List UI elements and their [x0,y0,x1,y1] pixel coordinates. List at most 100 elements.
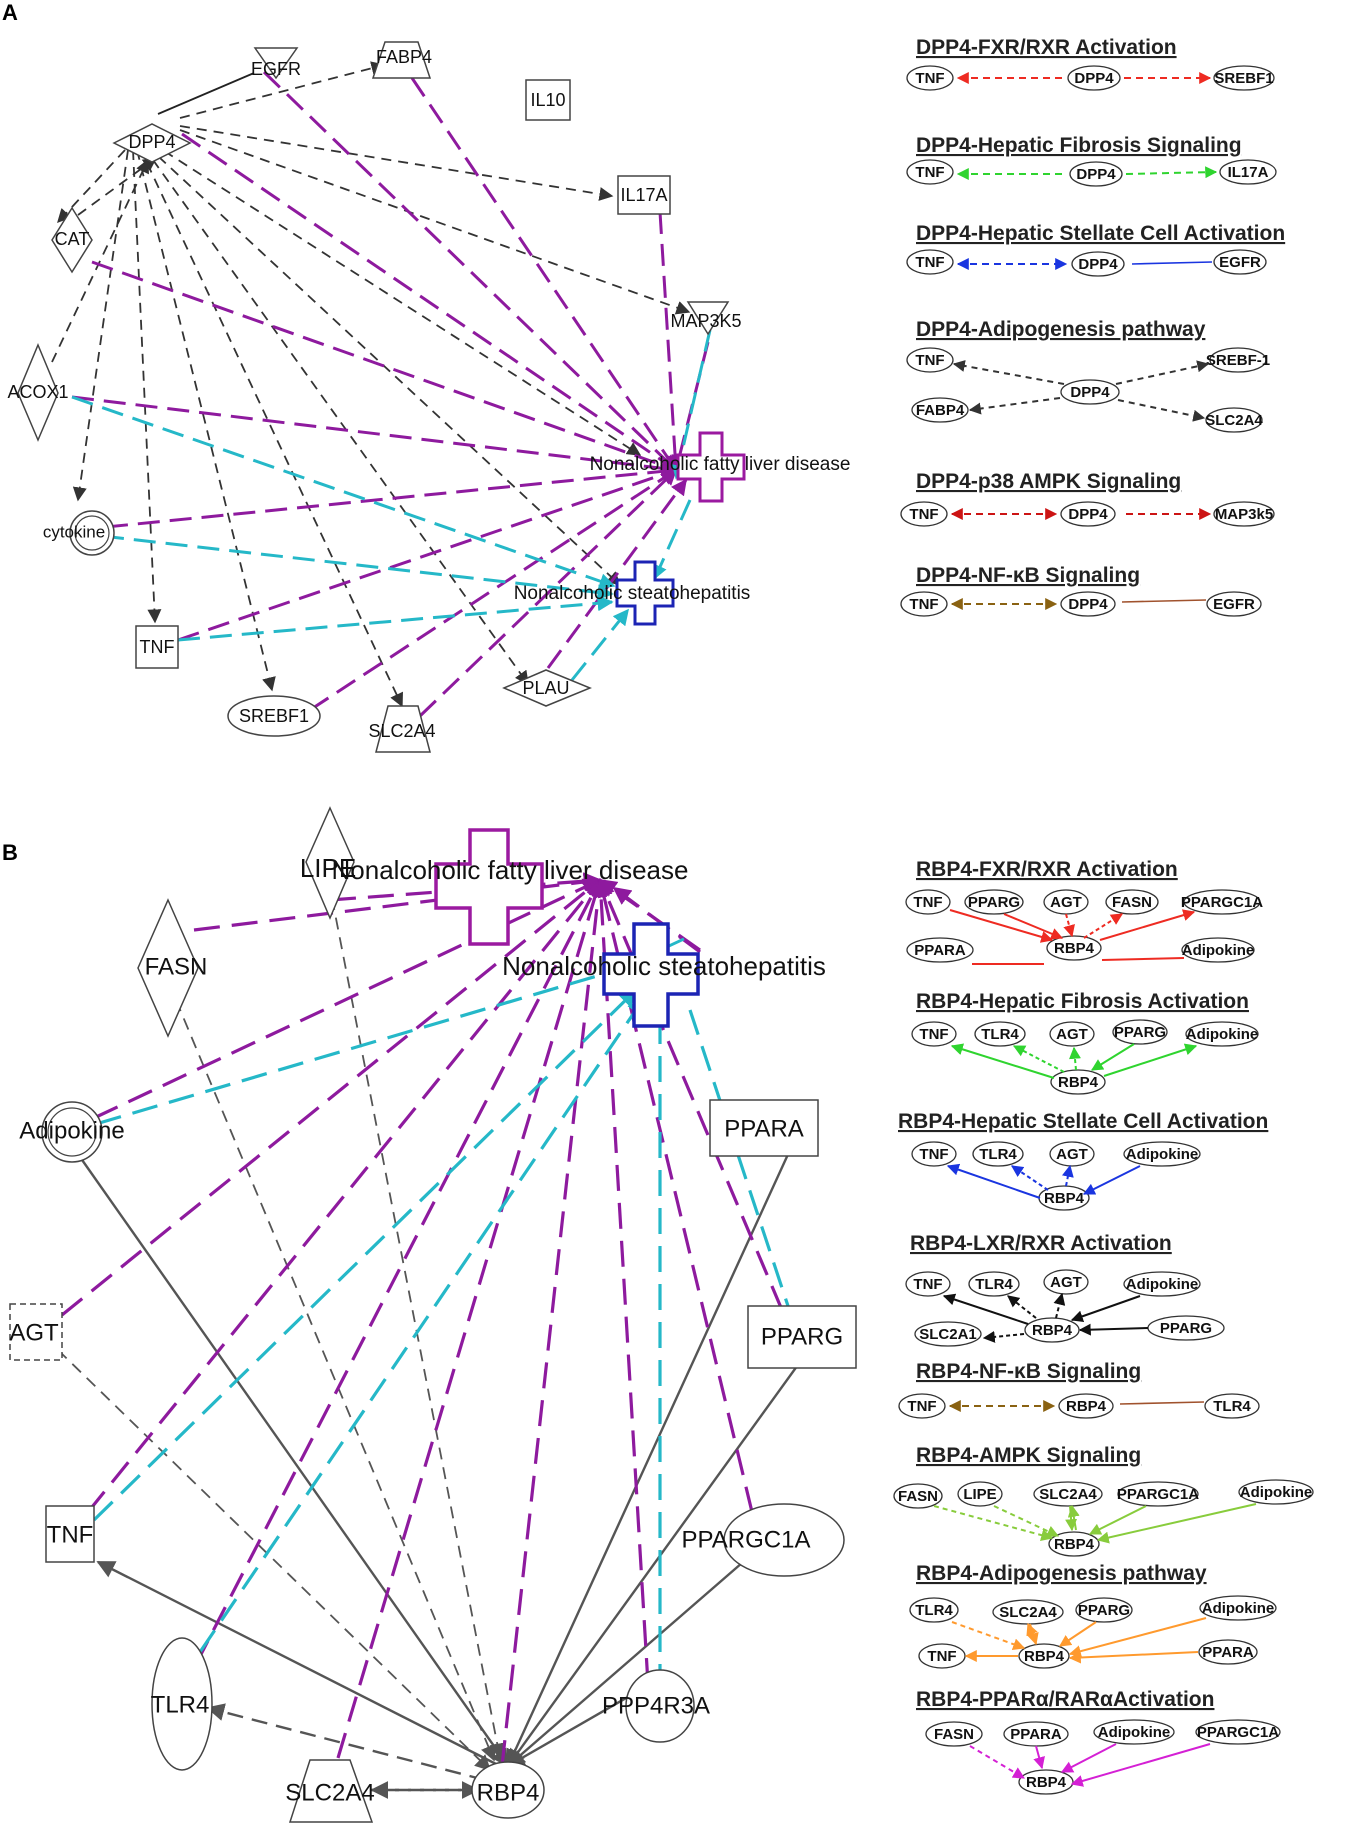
node-label-cat: CAT [55,229,90,249]
node-label-b-ppara: PPARA [724,1115,804,1142]
node-egfr-shape [253,47,299,80]
node-b-ppp4r3a-shape [625,1669,695,1743]
legend-label-b1-6: RBP4 [1054,940,1095,957]
legend-label-b8-3: PPARGC1A [1197,1724,1279,1741]
node-il10-shape [525,79,571,121]
legend-label-b1-1: PPARG [968,894,1020,911]
legend-title-b2: RBP4-Hepatic Fibrosis Activation [916,990,1249,1013]
node-b-tnf-shape [45,1505,95,1563]
panel-label-b: B [2,840,18,865]
node-dpp4-shape [112,123,192,163]
edge [60,878,602,1317]
legend-oval-a3-1 [1071,251,1125,277]
legend-oval-b6-4 [1238,1479,1314,1505]
edge [175,999,496,1762]
legend-oval-b4-3 [1123,1271,1201,1297]
edge [91,260,678,473]
legend-oval-b6-3 [1117,1481,1199,1507]
node-b-ppara-shape [709,1099,819,1157]
edge [93,878,602,1120]
legend-oval-a5-2 [1213,501,1275,527]
legend-oval-a2-0 [906,159,954,185]
node-label-b-adipokine: Adipokine [19,1117,124,1144]
edge [1007,1295,1037,1319]
legend-oval-a5-0 [900,501,948,527]
legend-oval-b6-1 [957,1481,1003,1507]
node-map3k5-shape [686,301,730,336]
legend-title-b4: RBP4-LXR/RXR Activation [910,1232,1172,1255]
node-b-lipe-shape [305,806,355,920]
legend-oval-b8-2 [1093,1719,1175,1745]
edge [1059,1621,1097,1647]
legend-oval-b2-4 [1185,1021,1259,1047]
legend-label-b8-2: Adipokine [1098,1724,1171,1741]
legend-label-b6-0: FASN [898,1488,938,1505]
legend-oval-b2-5 [1050,1069,1106,1095]
edge [506,1688,641,1768]
node-b-ppargc1a-shape [723,1503,845,1577]
edge [1053,1292,1066,1319]
legend-oval-b3-1 [972,1141,1024,1167]
legend-oval-b5-1 [1058,1393,1114,1419]
node-cytokine-shape [69,510,115,556]
edge [262,70,678,472]
legend-title-a3: DPP4-Hepatic Stellate Cell Activation [916,222,1285,245]
node-nash-shape [615,560,675,626]
legend-title-a2: DPP4-Hepatic Fibrosis Signaling [916,134,1242,157]
legend-title-b5: RBP4-NF-κB Signaling [916,1360,1141,1383]
edge [1067,1504,1080,1531]
legend-oval-b8-3 [1195,1719,1281,1745]
edge [1125,166,1218,179]
nodes-layer: EGFRFABP4IL10DPP4IL17ACATMAP3K5ACOX1Nona… [7,41,857,1823]
node-b-rbp4-shape [471,1761,545,1819]
legend-oval-b5-0 [898,1393,946,1419]
legend-label-b7-0: TLR4 [915,1602,953,1619]
legend-title-b8: RBP4-PPARα/RARαActivation [916,1688,1214,1711]
edge [933,1505,1054,1541]
legend-title-a1: DPP4-FXR/RXR Activation [916,36,1177,59]
legend-oval-b2-3 [1112,1019,1168,1045]
edge [1033,1745,1045,1770]
legend-label-b1-4: PPARGC1A [1181,894,1263,911]
node-b-tlr4-shape [151,1637,213,1771]
edge [79,1156,510,1768]
node-label-b-pparg: PPARG [761,1323,843,1350]
legend-title-b7: RBP4-Adipogenesis pathway [916,1562,1207,1585]
edge [51,158,149,363]
legend-label-a6-1: DPP4 [1068,596,1108,613]
legend-label-b6-3: PPARGC1A [1117,1486,1199,1503]
legend-label-a1-2: SREBF1 [1214,70,1273,87]
edge [72,149,129,502]
legend-label-b4-5: RBP4 [1032,1322,1073,1339]
legend-label-b3-4: RBP4 [1044,1190,1085,1207]
legend-label-b6-5: RBP4 [1054,1536,1095,1553]
legend-label-b8-1: PPARA [1010,1726,1062,1743]
node-fabp4-shape [371,41,432,79]
legend-label-b8-0: FASN [934,1726,974,1743]
edge [177,595,614,642]
legend-title-a6: DPP4-NF-κB Signaling [916,564,1140,587]
edge [101,534,614,601]
legend-label-b8-4: RBP4 [1026,1774,1067,1791]
node-plau-shape [502,669,592,707]
edge [1069,1046,1081,1071]
legend-label-a2-2: IL17A [1228,164,1269,181]
legend-label-b5-1: RBP4 [1066,1398,1107,1415]
legend-a-3: DPP4-Hepatic Stellate Cell ActivationTNF… [906,222,1285,277]
panel-label-a: A [2,0,18,25]
edge [506,1361,801,1768]
edge [1026,1622,1038,1645]
node-label-dpp4: DPP4 [128,132,175,152]
legend-oval-b2-1 [974,1021,1026,1047]
node-label-b-tnf: TNF [47,1521,94,1548]
legend-label-b1-5: PPARA [914,942,966,959]
edge [1078,1323,1149,1336]
legend-oval-b4-1 [968,1271,1020,1297]
legend-oval-b8-0 [925,1721,983,1747]
node-label-b-agt: AGT [9,1319,59,1346]
edge [336,878,604,1759]
legend-label-b7-2: PPARG [1078,1602,1130,1619]
